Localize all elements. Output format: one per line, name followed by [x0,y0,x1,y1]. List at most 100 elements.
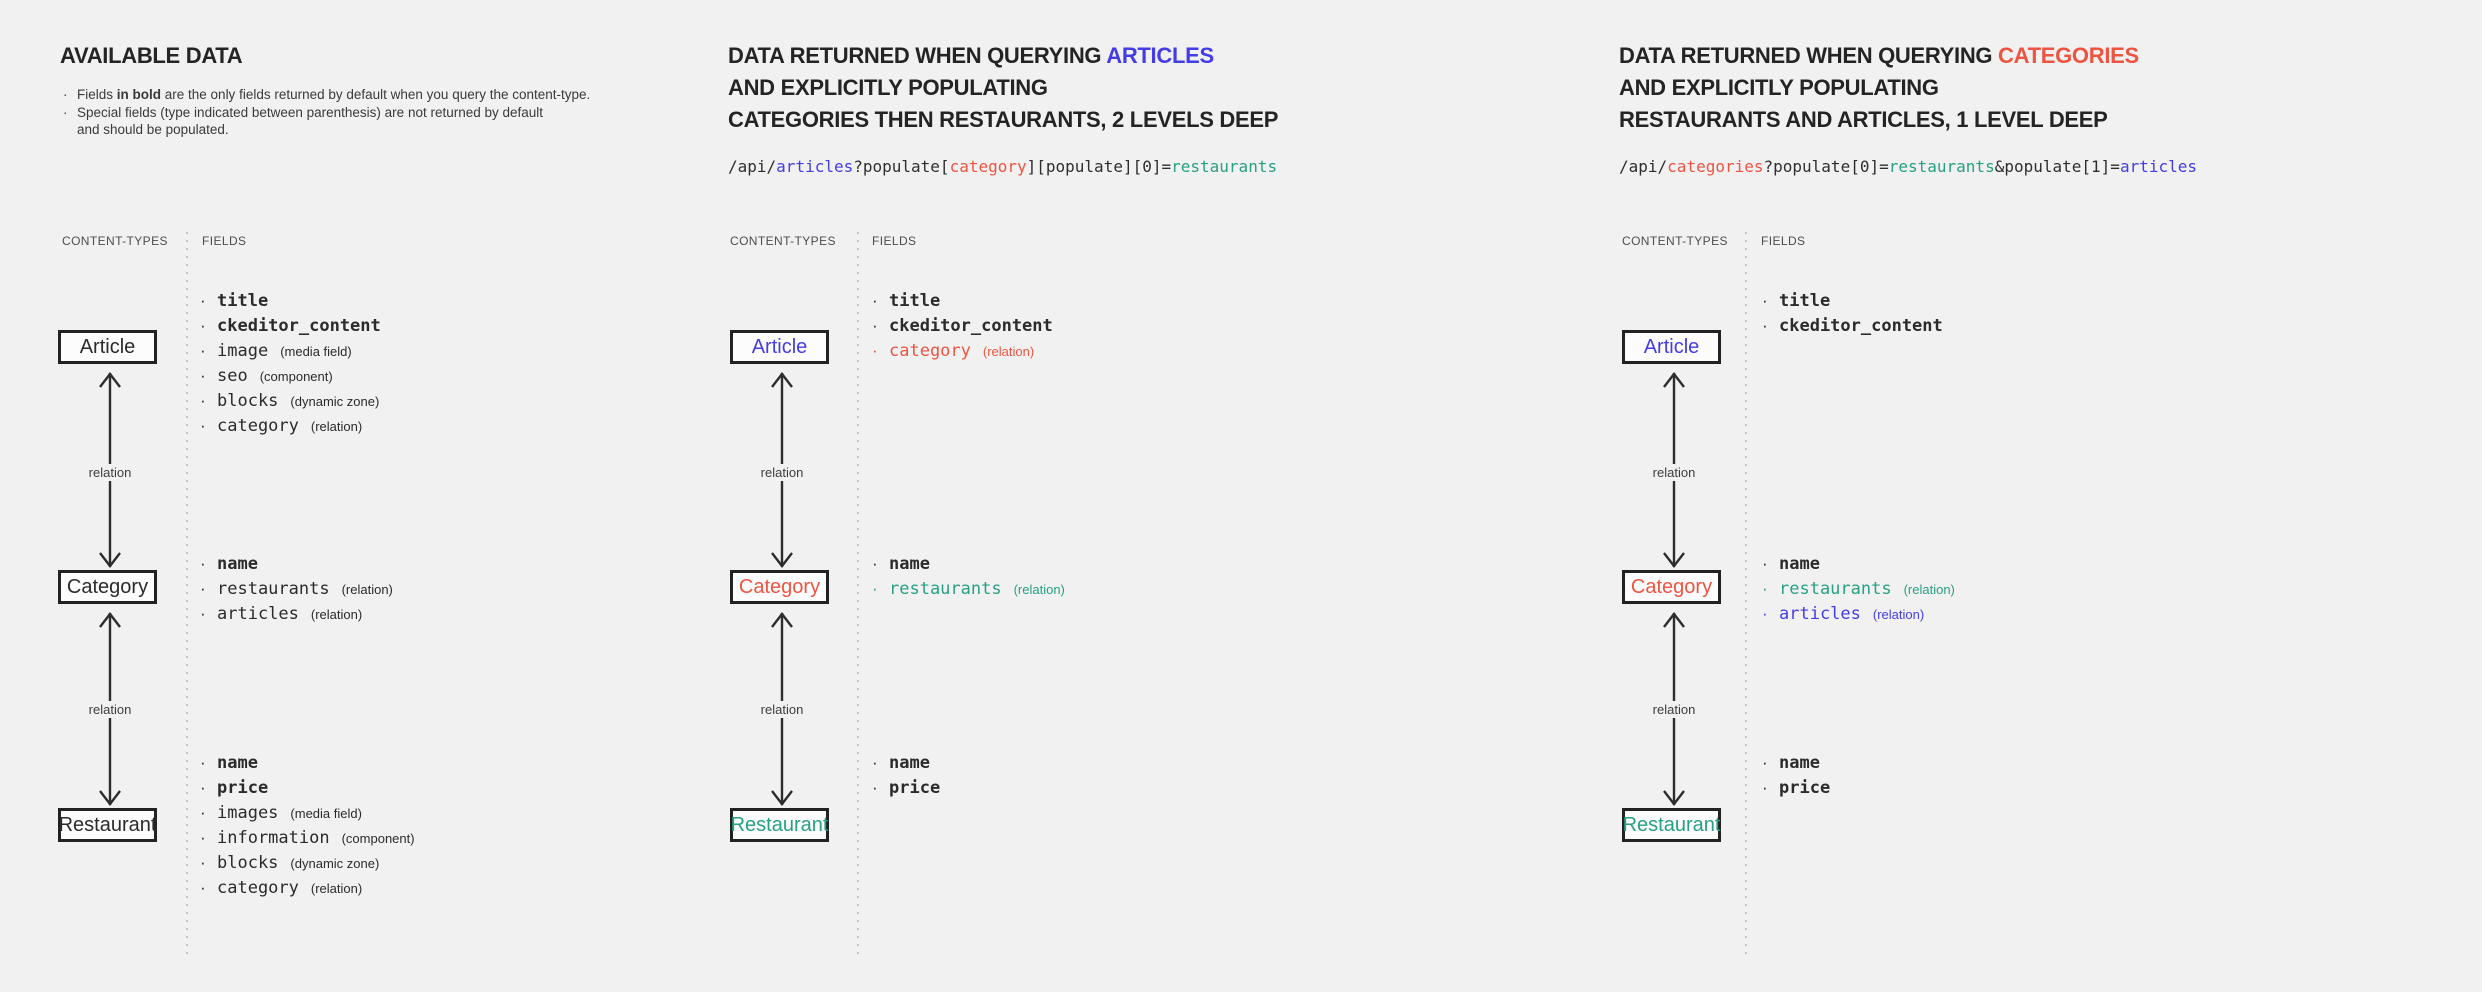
field-name: category [889,341,971,361]
field-name: restaurants [1779,579,1892,599]
field-item: ·ckeditor_content [200,316,381,341]
bullet-icon: · [872,341,878,360]
entity-label: Article [751,335,808,358]
bullet-icon: · [1762,753,1768,772]
field-name: articles [1779,604,1861,624]
api-segment: ][populate][0]= [1026,157,1172,176]
fields-list-article: · title · ckeditor_content [1762,291,1943,341]
api-segment: category [949,157,1027,176]
bullet-icon: · [872,778,878,797]
bullet-icon: · [200,604,206,623]
title-accent-articles: ARTICLES [1106,43,1214,68]
entity-label: Restaurant [1622,813,1721,836]
bullet-icon: · [872,291,878,310]
field-name: price [217,778,269,798]
bullet-icon: · [872,316,878,335]
field-item: ·seo(component) [200,366,381,391]
field-name: restaurants [217,579,330,599]
field-item: ·blocks(dynamic zone) [200,391,381,416]
field-type: (dynamic zone) [290,394,380,409]
field-type: (component) [341,831,415,846]
bullet-icon: · [200,554,206,573]
title-text: RESTAURANTS AND ARTICLES, 1 LEVEL DEEP [1619,107,2108,132]
bullet-icon: · [1762,604,1768,623]
field-type: (relation) [1013,582,1065,597]
relation-label: relation [1648,464,1700,481]
title-text: DATA RETURNED WHEN QUERYING [728,43,1107,68]
field-name: restaurants [889,579,1002,599]
field-item: ·price [1762,778,1830,803]
fields-list-category: ·name ·restaurants(relation) [872,554,1065,604]
field-type: (relation) [341,582,393,597]
api-segment: /api/ [1619,157,1668,176]
entity-label: Restaurant [58,813,157,836]
bullet-icon: · [200,316,206,335]
field-item: ·price [200,778,415,803]
api-segment: &populate[1]= [1994,157,2120,176]
legend-note: · Special fields (type indicated between… [63,104,590,139]
fields-list-article: ·title ·ckeditor_content ·image(media fi… [200,291,381,441]
field-name: title [217,291,269,311]
bullet-icon: · [200,753,206,772]
field-name: seo [217,366,248,386]
entity-box-article: Article [730,330,829,364]
field-item: ·name [200,554,393,579]
field-item: ·restaurants(relation) [200,579,393,604]
note-text: Special fields (type indicated between p… [77,104,544,138]
field-item: ·category(relation) [200,416,381,441]
field-type: (relation) [1903,582,1955,597]
bullet-icon: · [1762,291,1768,310]
entity-box-restaurant: Restaurant [1622,808,1721,842]
bullet-icon: · [200,828,206,847]
title-text: DATA RETURNED WHEN QUERYING [1619,43,1999,68]
entity-box-article: Article [58,330,157,364]
field-type: (relation) [1872,607,1925,622]
field-item: · ckeditor_content [1762,316,1943,341]
field-item: ·name [872,753,940,778]
bullet-icon: · [200,366,206,385]
content-types-header: CONTENT-TYPES [1622,234,1728,248]
field-name: title [1779,291,1831,311]
relation-label: relation [756,464,808,481]
bullet-icon: · [200,416,206,435]
entity-box-restaurant: Restaurant [58,808,157,842]
relation-label: relation [756,701,808,718]
field-item: ·information(component) [200,828,415,853]
title-accent-categories: CATEGORIES [1998,43,2139,68]
bullet-icon: · [63,104,68,120]
api-segment: ?populate[0]= [1763,157,1889,176]
entity-label: Category [66,575,149,598]
bullet-icon: · [200,341,206,360]
field-item: · category (relation) [872,341,1053,366]
relation-label: relation [84,464,136,481]
field-name: name [1779,554,1820,574]
field-item: · title [1762,291,1943,316]
bullet-icon: · [1762,316,1768,335]
field-name: name [1779,753,1820,773]
api-segment: restaurants [1171,157,1278,176]
field-item: · name [1762,753,1830,778]
entity-box-category: Category [58,570,157,604]
relation-label: relation [84,701,136,718]
fields-list-category: ·name ·restaurants(relation) ·articles(r… [200,554,393,629]
field-name: name [889,753,930,773]
field-name: articles [217,604,299,624]
field-name: ckeditor_content [1779,316,1943,336]
entity-label: Article [1643,335,1700,358]
field-name: price [1779,778,1831,798]
bullet-icon: · [872,579,878,598]
field-name: ckeditor_content [889,316,1053,336]
note-text: Fields in bold are the only fields retur… [77,87,591,102]
field-type: (media field) [290,806,362,821]
title-text: CATEGORIES THEN RESTAURANTS, 2 LEVELS DE… [728,107,1279,132]
content-types-header: CONTENT-TYPES [62,234,168,248]
page-title: AVAILABLE DATA [60,43,243,68]
field-type: (relation) [310,881,363,896]
field-item: ·name [1762,554,1955,579]
entity-label: Category [1630,575,1713,598]
field-type: (relation) [982,344,1035,359]
entity-label: Restaurant [730,813,829,836]
field-name: name [889,554,930,574]
relation-label: relation [1648,701,1700,718]
